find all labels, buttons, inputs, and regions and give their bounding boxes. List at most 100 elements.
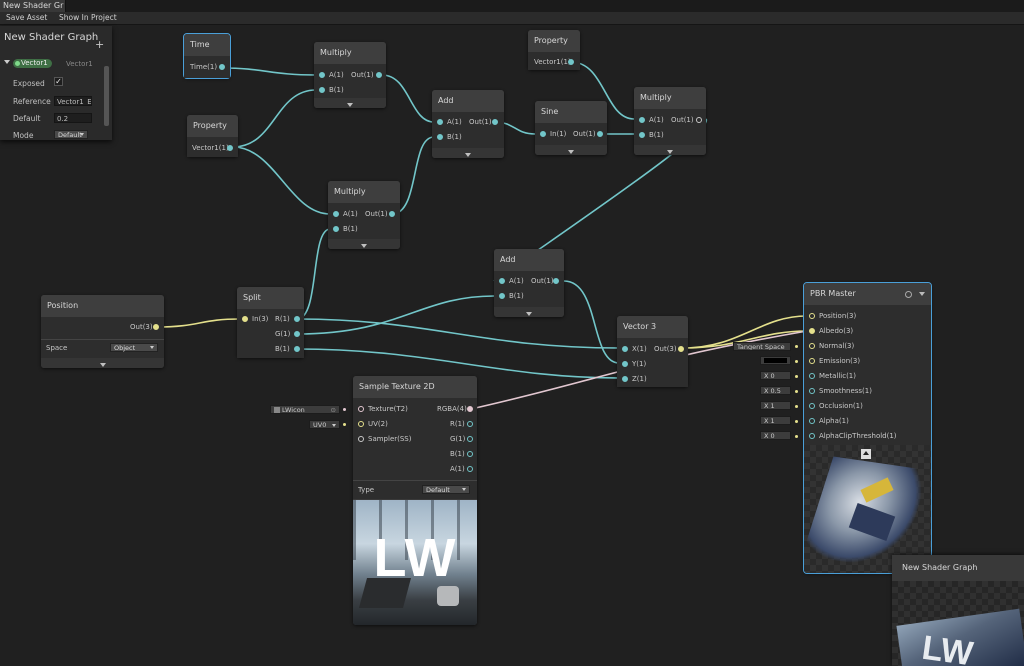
- sample-texture-port[interactable]: [358, 406, 364, 412]
- multiply3-a-port[interactable]: [333, 211, 339, 217]
- main-preview-window[interactable]: New Shader Graph LW: [892, 555, 1024, 666]
- pbr-metallic-port[interactable]: [809, 373, 815, 379]
- position-node[interactable]: Position Out(3) Space Object: [41, 295, 164, 368]
- multiply2-b-port[interactable]: [639, 132, 645, 138]
- sample-sampler-port[interactable]: [358, 436, 364, 442]
- multiply1-b-port[interactable]: [319, 87, 325, 93]
- preview-collapse-icon[interactable]: [861, 449, 871, 459]
- metallic-field[interactable]: X 0: [760, 371, 791, 380]
- vector3-y-port[interactable]: [622, 361, 628, 367]
- show-in-project-button[interactable]: Show In Project: [59, 13, 117, 22]
- add1-out-port[interactable]: [492, 119, 498, 125]
- pbr-normal-port[interactable]: [809, 343, 815, 349]
- multiply3-footer[interactable]: [328, 239, 400, 249]
- window-tab[interactable]: New Shader Gr: [0, 0, 66, 12]
- texture-input-chip[interactable]: LWicon⊙: [270, 405, 340, 414]
- multiply-node-2[interactable]: Multiply A(1) B(1) Out(1): [634, 87, 706, 155]
- chevron-down-icon[interactable]: [361, 244, 367, 248]
- mode-dropdown[interactable]: Default: [54, 130, 88, 139]
- sample-uv-port[interactable]: [358, 421, 364, 427]
- property-left-out-port[interactable]: [227, 145, 233, 151]
- pbr-occlusion-port[interactable]: [809, 403, 815, 409]
- default-field[interactable]: 0.2: [54, 113, 92, 123]
- sample-r-port[interactable]: [467, 421, 473, 427]
- multiply1-footer[interactable]: [314, 98, 386, 108]
- add-node-2[interactable]: Add A(1) B(1) Out(1): [494, 249, 564, 317]
- add1-footer[interactable]: [432, 148, 504, 158]
- blackboard-scrollbar[interactable]: [104, 66, 109, 126]
- main-preview-viewport[interactable]: LW: [892, 581, 1024, 666]
- vector3-out-port[interactable]: [678, 346, 684, 352]
- reference-field[interactable]: Vector1_E: [54, 96, 92, 106]
- split-in-port[interactable]: [242, 316, 248, 322]
- multiply3-b-port[interactable]: [333, 226, 339, 232]
- sample-rgba-port[interactable]: [467, 406, 473, 412]
- chevron-down-icon[interactable]: [919, 292, 925, 296]
- add-node-1[interactable]: Add A(1) B(1) Out(1): [432, 90, 504, 158]
- exposed-checkbox[interactable]: ✓: [54, 77, 63, 86]
- chevron-down-icon[interactable]: [465, 153, 471, 157]
- vector3-z-port[interactable]: [622, 376, 628, 382]
- property-node-top[interactable]: Property Vector1(1): [528, 30, 580, 70]
- pbr-master-node[interactable]: PBR Master Position(3) Albedo(3) Normal(…: [803, 282, 932, 574]
- time-node[interactable]: Time Time(1): [183, 33, 231, 79]
- sample-b-port[interactable]: [467, 451, 473, 457]
- add1-a-port[interactable]: [437, 119, 443, 125]
- multiply2-footer[interactable]: [634, 145, 706, 155]
- multiply-node-1[interactable]: Multiply A(1) B(1) Out(1): [314, 42, 386, 108]
- occlusion-field[interactable]: X 1: [760, 401, 791, 410]
- vector3-x-port[interactable]: [622, 346, 628, 352]
- position-space-dropdown[interactable]: Object: [110, 343, 158, 352]
- split-b-port[interactable]: [294, 346, 300, 352]
- add-property-icon[interactable]: +: [95, 38, 105, 51]
- property-top-out-port[interactable]: [568, 59, 574, 65]
- split-r-port[interactable]: [294, 316, 300, 322]
- split-node[interactable]: Split In(3) R(1) G(1) B(1): [237, 287, 304, 358]
- pbr-emission-port[interactable]: [809, 358, 815, 364]
- multiply1-out-port[interactable]: [376, 72, 382, 78]
- sample-texture-node[interactable]: Sample Texture 2D Texture(T2) UV(2) Samp…: [353, 376, 477, 625]
- vector3-node[interactable]: Vector 3 X(1) Y(1) Z(1) Out(3): [617, 316, 688, 387]
- uv-input-chip[interactable]: UV0: [309, 420, 340, 429]
- multiply3-out-port[interactable]: [389, 211, 395, 217]
- sample-a-port[interactable]: [467, 466, 473, 472]
- chevron-down-icon[interactable]: [347, 103, 353, 107]
- pbr-smoothness-port[interactable]: [809, 388, 815, 394]
- multiply-node-3[interactable]: Multiply A(1) B(1) Out(1): [328, 181, 400, 249]
- save-asset-button[interactable]: Save Asset: [6, 13, 48, 22]
- add2-b-port[interactable]: [499, 293, 505, 299]
- target-icon[interactable]: ⊙: [330, 406, 336, 414]
- sample-type-dropdown[interactable]: Default: [422, 485, 470, 494]
- property-pill[interactable]: Vector1: [13, 59, 52, 68]
- chevron-down-icon[interactable]: [99, 363, 106, 367]
- chevron-down-icon[interactable]: [568, 150, 574, 154]
- settings-gear-icon[interactable]: [905, 291, 912, 298]
- chevron-down-icon[interactable]: [667, 150, 673, 154]
- time-out-port[interactable]: [219, 64, 225, 70]
- sine-footer[interactable]: [535, 145, 607, 155]
- property-node-left[interactable]: Property Vector1(1): [187, 115, 238, 157]
- pbr-albedo-port[interactable]: [809, 328, 815, 334]
- add2-a-port[interactable]: [499, 278, 505, 284]
- split-g-port[interactable]: [294, 331, 300, 337]
- multiply1-a-port[interactable]: [319, 72, 325, 78]
- position-footer[interactable]: [41, 358, 164, 368]
- multiply2-out-port[interactable]: [696, 117, 702, 123]
- smoothness-field[interactable]: X 0.5: [760, 386, 791, 395]
- add2-out-port[interactable]: [553, 278, 559, 284]
- pbr-alpha-port[interactable]: [809, 418, 815, 424]
- multiply2-a-port[interactable]: [639, 117, 645, 123]
- sine-in-port[interactable]: [540, 131, 546, 137]
- sine-node[interactable]: Sine In(1) Out(1): [535, 101, 607, 155]
- sine-out-port[interactable]: [597, 131, 603, 137]
- position-out-port[interactable]: [153, 324, 159, 330]
- alpha-clip-field[interactable]: X 0: [760, 431, 791, 440]
- pbr-alpha-clip-port[interactable]: [809, 433, 815, 439]
- chevron-down-icon[interactable]: [526, 312, 532, 316]
- emission-color-chip[interactable]: [760, 356, 791, 365]
- pbr-position-port[interactable]: [809, 313, 815, 319]
- chevron-down-icon[interactable]: [4, 60, 10, 64]
- add1-b-port[interactable]: [437, 134, 443, 140]
- add2-footer[interactable]: [494, 307, 564, 317]
- sample-g-port[interactable]: [467, 436, 473, 442]
